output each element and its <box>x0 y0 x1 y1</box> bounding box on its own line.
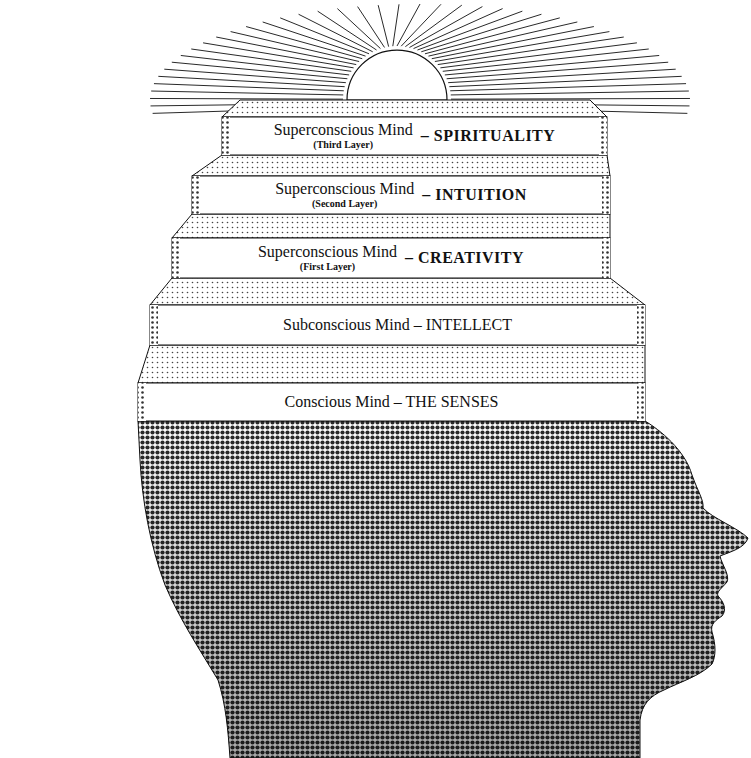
sun-ray <box>405 5 461 46</box>
sun-ray <box>154 84 344 91</box>
tier-faces <box>138 100 645 383</box>
sun <box>347 50 447 100</box>
tier-right-shade <box>637 383 645 421</box>
tier-front-panel <box>172 238 610 278</box>
sun-ray <box>414 9 503 49</box>
sun-ray <box>421 14 541 52</box>
tier-left-shade <box>192 176 200 214</box>
sun-ray <box>449 76 681 86</box>
tier-front <box>150 305 645 345</box>
sun-ray <box>358 7 385 48</box>
sun-ray <box>443 49 649 71</box>
layer-name: Superconscious Mind <box>274 121 413 139</box>
tier-top-face <box>222 100 607 117</box>
tier-right-shade <box>602 176 610 214</box>
layer-number: (First Layer) <box>300 261 355 273</box>
sun-ray <box>409 7 482 48</box>
tier-left-shade <box>138 383 146 421</box>
tier-right-shade <box>637 305 645 345</box>
sun-ray <box>191 49 351 71</box>
sun-ray <box>150 98 343 100</box>
sun-ray <box>393 4 399 46</box>
sun-ray <box>451 98 690 100</box>
mind-layer-band: Subconscious Mind – INTELLECT <box>150 305 645 345</box>
layer-name-group: Superconscious Mind(Third Layer) <box>274 121 413 151</box>
sun-ray <box>451 91 689 95</box>
tier-front <box>192 176 610 214</box>
sun-ray <box>417 11 522 50</box>
head-silhouette <box>138 421 748 758</box>
sun-ray <box>428 22 577 56</box>
layer-quality: – SPIRITUALITY <box>421 127 556 145</box>
mind-layer-band: Superconscious Mind(Second Layer) – INTUI… <box>192 176 610 214</box>
layer-name-group: Superconscious Mind(Second Layer) <box>275 180 414 210</box>
layer-name: Superconscious Mind <box>258 243 397 261</box>
sun-ray <box>401 4 441 46</box>
layer-number: (Second Layer) <box>312 198 377 210</box>
layer-name: Superconscious Mind <box>275 180 414 198</box>
tier-left-shade <box>172 238 180 278</box>
head-shading <box>138 421 748 758</box>
tier-front-panel <box>222 117 607 155</box>
tier-front-panel <box>138 383 645 421</box>
tier-front <box>222 117 607 155</box>
tier-front-panel <box>192 176 610 214</box>
sun-ray <box>151 91 343 95</box>
tier-right-shade <box>599 117 607 155</box>
tier-left-shade <box>222 117 230 155</box>
tier-left-shade <box>150 305 158 345</box>
mind-layer-band: Superconscious Mind(First Layer) – CREATI… <box>172 238 610 278</box>
sun-ray <box>203 43 354 68</box>
tier-front <box>138 383 645 421</box>
sun-rays <box>150 4 690 113</box>
tier-top-face <box>172 214 610 238</box>
tier-fronts <box>138 117 645 421</box>
mind-layer-band: Conscious Mind – THE SENSES <box>138 383 645 421</box>
layer-label: Subconscious Mind – INTELLECT <box>283 316 512 334</box>
sun-ray <box>432 27 594 59</box>
tier-top-face <box>150 278 645 305</box>
sun-ray <box>438 37 624 65</box>
sun-ray <box>435 32 610 62</box>
layer-quality: – CREATIVITY <box>405 249 524 267</box>
sun-ray <box>397 4 420 46</box>
sun-ray <box>425 18 560 54</box>
sun-ray <box>216 37 356 65</box>
tier-top-face <box>192 155 610 176</box>
sun-ray <box>164 69 346 82</box>
sun-ray <box>318 11 377 50</box>
mind-layer-band: Superconscious Mind(Third Layer) – SPIRIT… <box>222 117 607 155</box>
tier-top-face <box>138 345 645 383</box>
layer-name-group: Superconscious Mind(First Layer) <box>258 243 397 273</box>
layer-label: Conscious Mind – THE SENSES <box>285 393 499 411</box>
tier-right-shade <box>602 238 610 278</box>
tier-front-panel <box>150 305 645 345</box>
tier-front <box>172 238 610 278</box>
layer-quality: – INTUITION <box>422 186 527 204</box>
layer-number: (Third Layer) <box>313 139 373 151</box>
